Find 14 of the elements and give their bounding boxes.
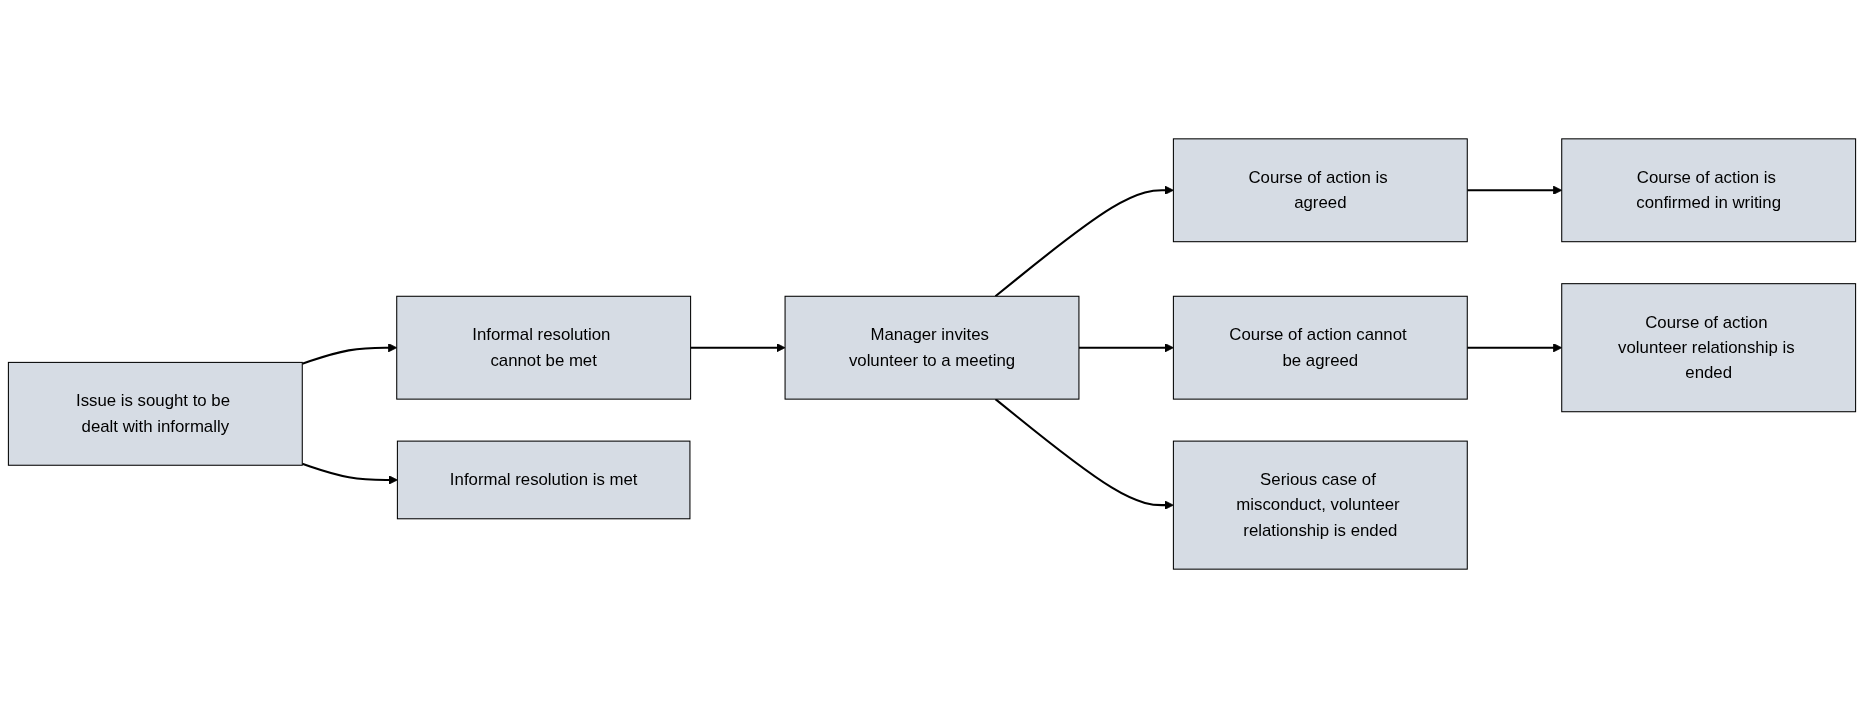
arrow [994, 185, 1174, 298]
node-box: Serious case of misconduct, volunteer relationship is ended [1172, 440, 1468, 570]
node-box: Course of action is agreed [1172, 138, 1468, 243]
node-box: Informal resolution is met [396, 440, 691, 520]
arrow [301, 462, 398, 485]
node-box: Manager invites volunteer to a meeting [784, 295, 1080, 400]
node-box: Course of action cannot be agreed [1172, 295, 1468, 400]
node-box: Issue is sought to be dealt with informally [7, 361, 303, 466]
node-box: Informal resolution cannot be met [396, 295, 692, 400]
arrow [994, 398, 1174, 510]
node-box: Course of action volunteer relationship is ended [1561, 283, 1857, 413]
node-box: Course of action is confirmed in writing [1561, 138, 1857, 243]
arrow [690, 343, 786, 353]
arrow [1078, 343, 1174, 353]
